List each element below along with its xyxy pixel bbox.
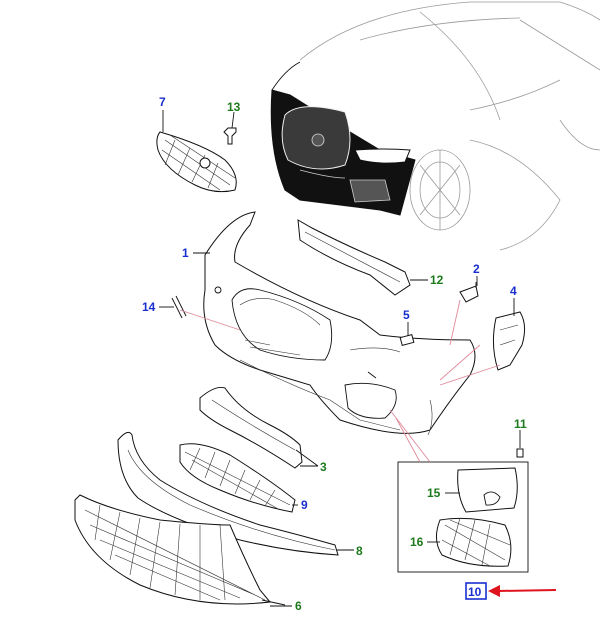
support-bracket-part-12: [297, 219, 411, 296]
callout-5: 5: [403, 308, 410, 322]
callout-14: 14: [142, 300, 156, 314]
bumper-cover-part: [203, 211, 476, 436]
callout-16: 16: [410, 535, 424, 549]
callout-10: 10: [468, 585, 482, 599]
callout-3: 3: [320, 460, 327, 474]
clip-part-14: [171, 295, 187, 319]
callout-13: 13: [227, 100, 241, 114]
side-bracket-part-4: [492, 311, 526, 371]
highlight-arrow: [488, 585, 557, 597]
callout-6: 6: [295, 599, 302, 613]
lower-grille-mesh-part-9: [179, 443, 296, 513]
callout-2: 2: [473, 262, 480, 276]
callout-4: 4: [510, 284, 517, 298]
callout-labels: 1 2 3 4 5 6 7 8 9 10 11 12 13 14 15 16: [142, 95, 527, 613]
callout-7: 7: [159, 95, 166, 109]
bracket-part-2: [459, 282, 479, 303]
grille-part: [156, 131, 237, 193]
callout-9: 9: [301, 498, 308, 512]
callout-11: 11: [514, 417, 527, 431]
callout-15: 15: [427, 486, 441, 500]
callout-8: 8: [356, 544, 363, 558]
callout-1: 1: [182, 246, 189, 260]
leader-lines: [159, 110, 515, 607]
reference-lines: [179, 299, 501, 463]
lower-grille-frame-part-3: [199, 387, 319, 469]
undertray-part-6: [74, 494, 286, 606]
callout-12: 12: [430, 273, 444, 287]
cap-part-5: [399, 333, 415, 347]
vehicle-front-view: [270, 1, 600, 251]
callout-10-box: [465, 582, 487, 600]
clip-part-13: [223, 127, 237, 145]
detail-inset-box: [397, 430, 529, 573]
